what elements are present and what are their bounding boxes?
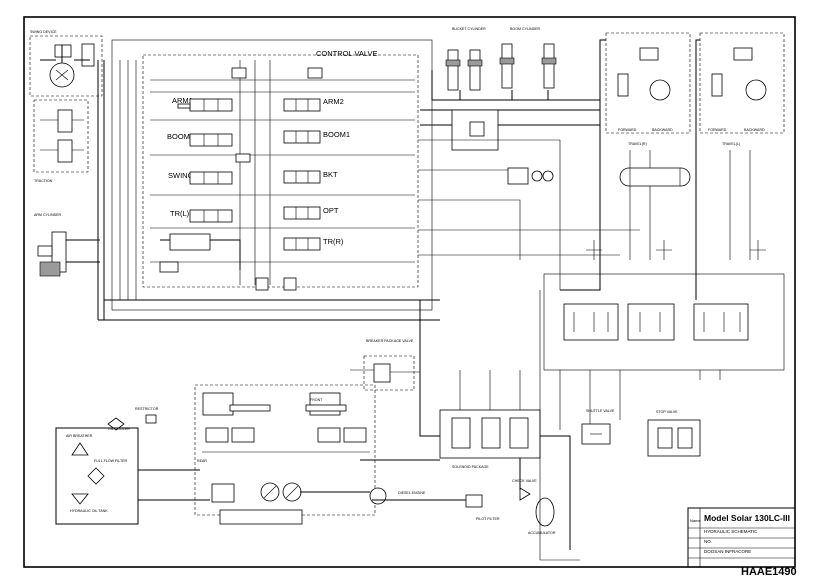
arm-cylinder: ARM CYLINDER <box>34 213 100 277</box>
control-valve-title: CONTROL VALVE <box>316 49 378 58</box>
control-valve-sections-left: ARM1 BOOM2 SWING TR(L) <box>167 96 233 223</box>
center-joint <box>619 167 691 187</box>
svg-text:ARM2: ARM2 <box>323 97 344 106</box>
full-flow-filter-label: FULL FLOW FILTER <box>94 459 128 463</box>
section-opt: OPT <box>283 206 339 220</box>
diesel-engine: DIESEL ENGINE <box>300 487 426 505</box>
svg-text:BKT: BKT <box>323 170 338 179</box>
title-block <box>687 507 796 568</box>
backward-label-r: BACKWARD <box>652 128 673 132</box>
rear-label: REAR <box>197 459 207 463</box>
swing-device-label: SWING DEVICE <box>30 30 57 34</box>
arm-cylinder-label: ARM CYLINDER <box>34 213 62 217</box>
restrictor: RESTRICTOR <box>135 407 159 424</box>
control-valve: CONTROL VALVE <box>111 39 433 311</box>
travel-motor-brake: TRACTION <box>33 99 89 183</box>
travel-motor-right: FORWARD BACKWARD TRAVEL(R) <box>605 32 691 146</box>
pilot-filter-label: PILOT FILTER <box>476 517 500 521</box>
drawing-frame <box>23 16 796 568</box>
boom-cylinder: BOOM CYLINDER <box>499 27 557 89</box>
air-breather-label: AIR BREATHER <box>66 434 93 438</box>
section-arm2: ARM2 <box>283 97 344 112</box>
backward-label-l: BACKWARD <box>744 128 765 132</box>
svg-text:TRACTION: TRACTION <box>34 179 53 183</box>
pilot-filter: PILOT FILTER <box>465 494 500 521</box>
hydraulic-oil-tank: AIR BREATHER FULL FLOW FILTER HYDRAULIC … <box>55 427 210 525</box>
accumulator: ACCUMULATOR <box>528 497 556 535</box>
svg-text:BOOM1: BOOM1 <box>323 130 350 139</box>
travel-motor-left: FORWARD BACKWARD TRAVEL(L) <box>699 32 785 146</box>
boom-cylinder-label: BOOM CYLINDER <box>510 27 541 31</box>
bucket-cylinder-label: BUCKET CYLINDER <box>452 27 486 31</box>
svg-text:TR(R): TR(R) <box>323 237 344 246</box>
control-valve-passages <box>97 60 440 321</box>
check-valve-label: CHECK VALVE <box>512 479 537 483</box>
diesel-engine-label: DIESEL ENGINE <box>398 491 426 495</box>
breaker-valve-label: BREAKER PACKAGE VALVE <box>366 339 414 343</box>
svg-text:TR(L): TR(L) <box>170 209 190 218</box>
control-valve-sections-right: ARM2 BOOM1 BKT OPT TR(R) <box>283 97 350 251</box>
swing-device: SWING DEVICE <box>29 30 103 97</box>
breaker-package-valve: BREAKER PACKAGE VALVE <box>350 339 420 391</box>
travel-l-label: TRAVEL(L) <box>722 142 740 146</box>
section-arm1: ARM1 <box>172 96 233 112</box>
restrictor-label: RESTRICTOR <box>135 407 159 411</box>
svg-text:ARM1: ARM1 <box>172 96 193 105</box>
solenoid-package: SOLENOID PACKAGE <box>439 370 541 469</box>
main-pump: FRONT REAR <box>194 384 376 525</box>
swivel-joint <box>507 167 554 185</box>
forward-label-l: FORWARD <box>708 128 727 132</box>
travel-r-label: TRAVEL(R) <box>628 142 647 146</box>
stop-valve: STOP VALVE <box>647 410 701 457</box>
section-boom2: BOOM2 <box>167 132 233 147</box>
shuttle-valve: SHUTTLE VALVE <box>581 409 615 445</box>
section-tr-l: TR(L) <box>170 209 233 223</box>
bucket-cylinder: BUCKET CYLINDER <box>445 27 486 91</box>
shuttle-valve-label: SHUTTLE VALVE <box>586 409 615 413</box>
forward-label-r: FORWARD <box>618 128 637 132</box>
accumulator-label: ACCUMULATOR <box>528 531 556 535</box>
holding-valve <box>451 109 499 151</box>
front-label: FRONT <box>310 398 323 402</box>
svg-text:OPT: OPT <box>323 206 339 215</box>
section-bkt: BKT <box>283 170 338 184</box>
travel-pedal-symbols <box>586 240 766 260</box>
section-tr-r: TR(R) <box>283 237 344 251</box>
remote-control-valves <box>543 273 785 440</box>
svg-text:BOOM2: BOOM2 <box>167 132 194 141</box>
oil-cooler-label: OIL COOLER <box>108 427 130 431</box>
check-valve: CHECK VALVE <box>512 479 537 501</box>
section-swing: SWING <box>168 171 233 185</box>
hydraulic-oil-tank-label: HYDRAULIC OIL TANK <box>70 509 108 513</box>
stop-valve-label: STOP VALVE <box>656 410 678 414</box>
solenoid-package-label: SOLENOID PACKAGE <box>452 465 489 469</box>
oil-cooler: OIL COOLER <box>107 417 130 431</box>
svg-text:SWING: SWING <box>168 171 194 180</box>
section-boom1: BOOM1 <box>283 130 350 144</box>
